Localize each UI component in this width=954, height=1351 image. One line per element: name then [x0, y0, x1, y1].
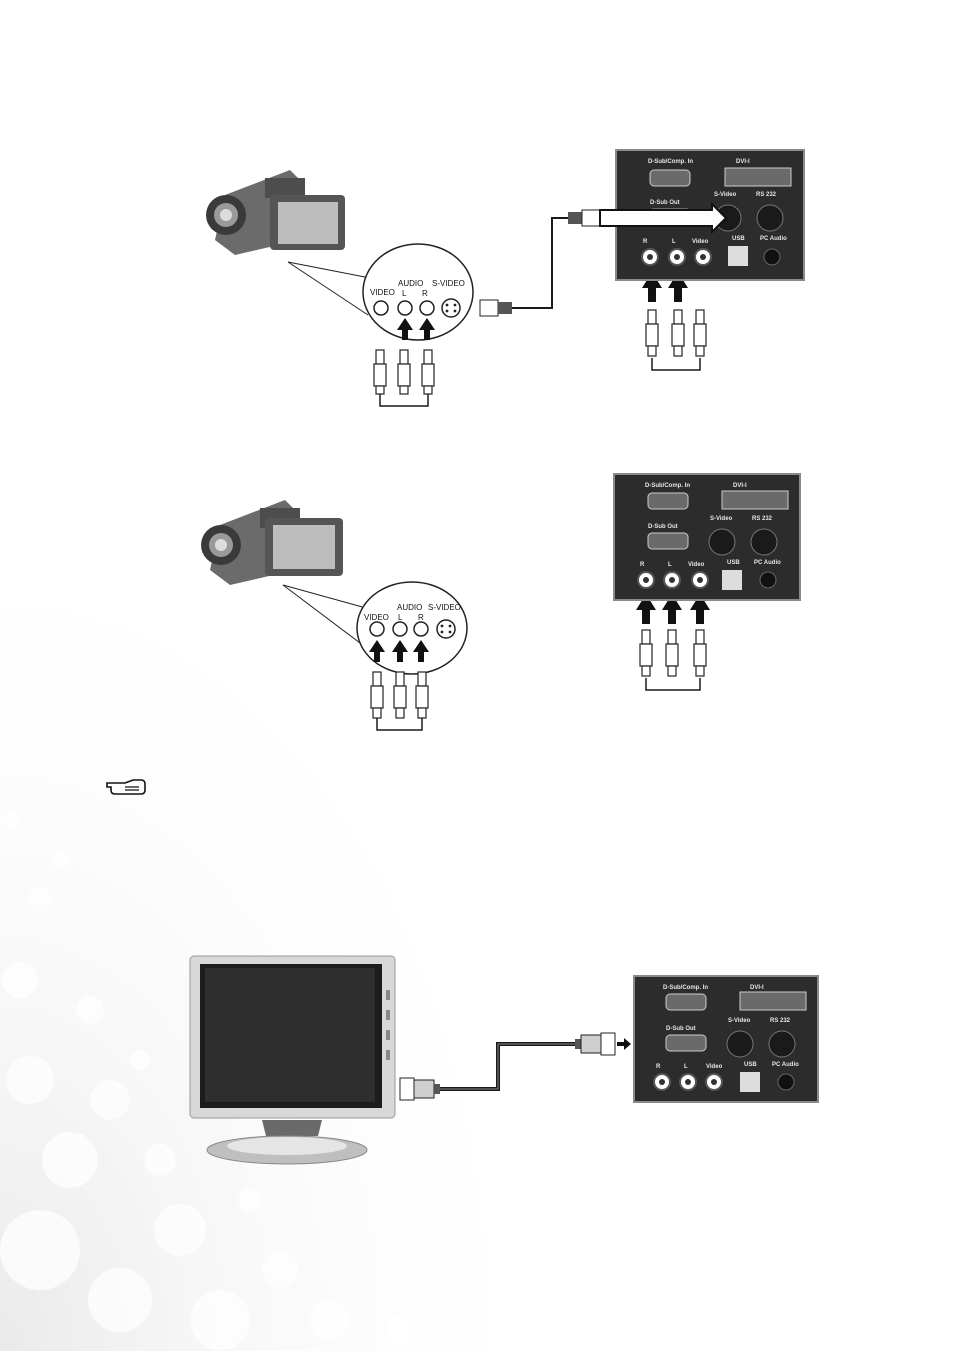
cam-audio-label: AUDIO: [397, 603, 422, 612]
r-label: R: [656, 1064, 661, 1070]
r-label: R: [643, 239, 648, 245]
dsub-out-label: D-Sub Out: [666, 1026, 696, 1032]
camcorder-jack-panel: VIDEO AUDIO L R S-VIDEO: [357, 582, 467, 674]
svideo-label: S-Video: [710, 516, 733, 522]
camcorder-jack-panel: VIDEO AUDIO L R S-VIDEO: [363, 244, 473, 340]
cam-video-label: VIDEO: [370, 288, 395, 297]
pc-audio-label: PC Audio: [772, 1062, 799, 1068]
svideo-label: S-Video: [728, 1018, 751, 1024]
r-label: R: [640, 562, 645, 568]
cam-svideo-label: S-VIDEO: [432, 279, 465, 288]
l-label: L: [668, 562, 672, 568]
cam-audio-r-label: R: [418, 613, 424, 622]
monitor-dsub-out-diagram: D-Sub/Comp. In DVI-I D-Sub Out S-Video R…: [0, 950, 954, 1180]
rs232-label: RS 232: [752, 516, 773, 522]
video-label: Video: [688, 562, 705, 568]
dsub-comp-in-label: D-Sub/Comp. In: [645, 483, 690, 489]
rca-plugs-camcorder: [374, 350, 434, 394]
audio-cable: [380, 394, 428, 406]
video-label: Video: [692, 239, 709, 245]
dvi-label: DVI-I: [750, 985, 764, 991]
cam-audio-l-label: L: [398, 613, 403, 622]
rca-plugs-projector: [646, 310, 706, 356]
monitor-icon: [190, 956, 395, 1164]
cam-audio-r-label: R: [422, 289, 428, 298]
usb-label: USB: [732, 236, 745, 242]
dvi-label: DVI-I: [733, 483, 747, 489]
rs232-label: RS 232: [770, 1018, 791, 1024]
cam-svideo-label: S-VIDEO: [428, 603, 461, 612]
usb-label: USB: [744, 1062, 757, 1068]
projector-io-panel: D-Sub/Comp. In DVI-I D-Sub Out S-Video R…: [600, 150, 804, 280]
composite-cable: [377, 718, 422, 730]
usb-label: USB: [727, 560, 740, 566]
svideo-plug-projector: [568, 210, 600, 226]
video-label: Video: [706, 1064, 723, 1070]
rca-plugs-camcorder: [371, 672, 428, 718]
camcorder-icon: [201, 500, 343, 585]
composite-video-connection-diagram: VIDEO AUDIO L R S-VIDEO D-Sub/Comp. In D…: [0, 460, 954, 770]
dsub-comp-in-label: D-Sub/Comp. In: [648, 159, 693, 165]
pc-audio-label: PC Audio: [760, 236, 787, 242]
projector-io-panel: D-Sub/Comp. In DVI-I D-Sub Out S-Video R…: [614, 474, 800, 600]
arrow-up-icon: [369, 640, 429, 662]
rs232-label: RS 232: [756, 192, 777, 198]
dsub-comp-in-label: D-Sub/Comp. In: [663, 985, 708, 991]
vga-plug-monitor: [400, 1078, 440, 1100]
dvi-label: DVI-I: [736, 159, 750, 165]
svideo-cable: [512, 218, 568, 308]
cam-video-label: VIDEO: [364, 613, 389, 622]
svideo-label: S-Video: [714, 192, 737, 198]
note-hand-icon: [105, 776, 147, 798]
dsub-out-label: D-Sub Out: [648, 524, 678, 530]
projector-io-panel: D-Sub/Comp. In DVI-I D-Sub Out S-Video R…: [634, 976, 818, 1102]
svideo-connection-diagram: VIDEO AUDIO L R S-VIDEO: [0, 130, 954, 440]
cam-audio-l-label: L: [402, 289, 407, 298]
l-label: L: [672, 239, 676, 245]
l-label: L: [684, 1064, 688, 1070]
vga-plug-projector: [575, 1033, 615, 1055]
vga-cable: [440, 1044, 575, 1089]
cam-audio-label: AUDIO: [398, 279, 423, 288]
camcorder-icon: [206, 170, 345, 255]
dsub-out-label: D-Sub Out: [650, 200, 680, 206]
pc-audio-label: PC Audio: [754, 560, 781, 566]
arrow-right-icon: [617, 1038, 631, 1050]
svideo-plug-camcorder: [480, 300, 512, 316]
rca-plugs-projector: [640, 630, 706, 676]
